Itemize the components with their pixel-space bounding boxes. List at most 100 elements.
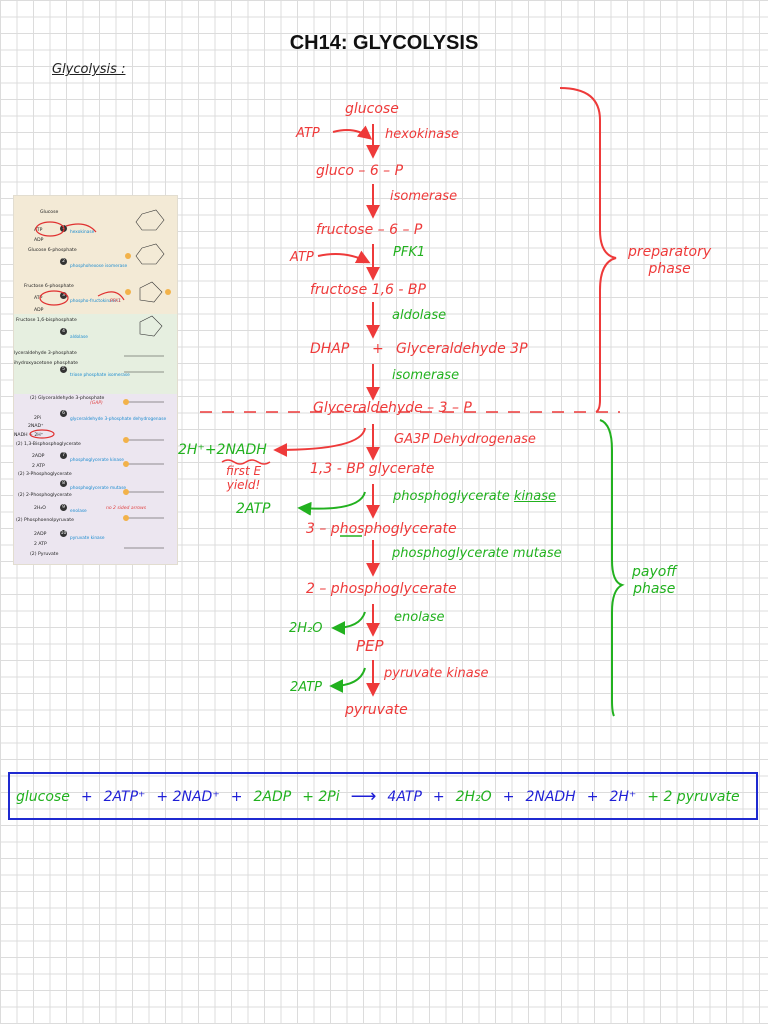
figure-label: (2) 3-Phosphoglycerate bbox=[18, 472, 72, 477]
phase-word: phase bbox=[633, 581, 676, 597]
step-number: 4 bbox=[60, 328, 67, 335]
equation-term: + 2 pyruvate bbox=[647, 788, 740, 805]
atp-in-arrow bbox=[332, 125, 373, 140]
step-number: 5 bbox=[60, 366, 67, 373]
water-output-label: 2H₂O bbox=[289, 621, 323, 636]
figure-label: 2ADP bbox=[34, 532, 47, 537]
equation-term: + bbox=[432, 788, 445, 805]
equation-term: 4ATP bbox=[387, 788, 422, 805]
equation-term: 2H₂O bbox=[455, 788, 492, 805]
equation-term: 2ADP bbox=[253, 788, 292, 805]
step-number: 9 bbox=[60, 504, 67, 511]
figure-label: ATP bbox=[34, 228, 43, 233]
glyceraldehyde-3-phosphate-label: Glyceraldehyde – 3 – P bbox=[313, 400, 472, 416]
preparatory-word: preparatory bbox=[628, 244, 712, 260]
figure-label: ATP bbox=[34, 296, 43, 301]
enzyme-label: phospho-fructokinase-1 bbox=[70, 299, 121, 304]
atp-yield-label: 2ATP bbox=[236, 501, 271, 517]
aldolase-label: aldolase bbox=[392, 308, 447, 323]
pfk1-label: PFK1 bbox=[393, 245, 426, 260]
enzyme-label: hexokinase bbox=[70, 230, 95, 235]
equation-term: + bbox=[230, 788, 243, 805]
figure-note: no 2 sided arrows bbox=[106, 506, 147, 511]
figure-label: ADP bbox=[34, 238, 44, 243]
figure-label: 2 ATP bbox=[32, 464, 45, 469]
figure-label: (2) 1,3-Bisphosphoglycerate bbox=[16, 442, 81, 447]
enzyme-label: glyceraldehyde 3-phosphate dehydrogenase bbox=[70, 417, 167, 422]
atp-in-arrow bbox=[317, 250, 371, 264]
glucose-6-phosphate-label: gluco – 6 – P bbox=[316, 163, 404, 179]
hexokinase-label: hexokinase bbox=[385, 127, 460, 142]
phosphoglycerate-mutase-label: phosphoglycerate mutase bbox=[392, 546, 562, 561]
equation-term: 2NADH bbox=[525, 788, 576, 805]
enzyme-label: phosphohexose isomerase bbox=[70, 264, 128, 269]
figure-band-phase2 bbox=[14, 394, 177, 564]
nadh-out-arrow bbox=[273, 427, 366, 457]
section-label: Glycolysis : bbox=[52, 62, 126, 77]
enzyme-label: pyruvate kinase bbox=[70, 536, 105, 541]
figure-label: 2 ATP bbox=[34, 542, 47, 547]
figure-drawing bbox=[29, 209, 171, 549]
overall-equation: glucose + 2ATP⁺ + 2NAD⁺ + 2ADP + 2Pi ⟶ 4… bbox=[16, 786, 752, 807]
figure-label: Glucose 6-phosphate bbox=[28, 248, 77, 253]
equation-term: glucose bbox=[16, 788, 70, 805]
atp-yield-label: 2ATP bbox=[290, 680, 322, 695]
atp-input-label: ATP bbox=[290, 250, 314, 265]
isomerase-label: isomerase bbox=[392, 368, 460, 383]
pyruvate-label: pyruvate bbox=[345, 702, 408, 718]
figure-label: ADP bbox=[34, 308, 44, 313]
2-phosphoglycerate-label: 2 – phosphoglycerate bbox=[306, 581, 457, 597]
equation-term: 2ATP⁺ bbox=[103, 788, 146, 805]
pep-label: PEP bbox=[356, 637, 384, 655]
pyruvate-kinase-label: pyruvate kinase bbox=[384, 666, 489, 681]
enzyme-label: phosphoglycerate mutase bbox=[70, 486, 127, 491]
figure-label: lyceraldehyde 3-phosphate bbox=[14, 351, 77, 356]
dhap-label: DHAP bbox=[310, 341, 350, 357]
figure-label: (2) Pyruvate bbox=[30, 552, 59, 557]
figure-label: 2Pi bbox=[34, 416, 41, 421]
step-number: 8 bbox=[60, 480, 67, 487]
figure-label: Glucose bbox=[40, 210, 59, 215]
equation-term: + bbox=[80, 788, 93, 805]
figure-label: ihydroxyacetone phosphate bbox=[14, 361, 78, 366]
ga3p-dehydrogenase-label: GA3P Dehydrogenase bbox=[394, 432, 536, 447]
overall-equation-box bbox=[8, 772, 758, 820]
figure-label: NADH + 2H⁺ bbox=[14, 433, 44, 438]
h2o-out-arrow bbox=[331, 611, 366, 635]
fructose-16-bisphosphate-label: fructose 1,6 - BP bbox=[310, 282, 426, 298]
glucose-label: glucose bbox=[345, 101, 399, 117]
payoff-brace bbox=[599, 419, 625, 717]
enolase-label: enolase bbox=[394, 610, 445, 625]
glyceraldehyde-3p-label: Glyceraldehyde 3P bbox=[396, 341, 528, 357]
equation-term: + bbox=[586, 788, 599, 805]
atp-input-label: ATP bbox=[296, 126, 320, 141]
figure-band-split bbox=[14, 314, 177, 394]
enzyme-label: triose phosphate isomerase bbox=[70, 373, 130, 378]
phosphoglycerate-kinase-text: phosphoglycerate bbox=[393, 489, 510, 504]
3-phosphoglycerate-label: 3 – phosphoglycerate bbox=[306, 521, 457, 537]
figure-label: 2H₂O bbox=[34, 506, 46, 511]
figure-label: (2) Glyceraldehyde 3-phosphate bbox=[30, 396, 105, 401]
nadh-underline bbox=[221, 459, 271, 465]
nadh-output-label: 2H⁺+2NADH bbox=[178, 442, 267, 458]
figure-label: (2) Phosphoenolpyruvate bbox=[16, 518, 74, 523]
equation-term: + 2NAD⁺ bbox=[156, 788, 220, 805]
equation-term: + bbox=[502, 788, 515, 805]
first-energy-yield-note: first E yield! bbox=[226, 464, 261, 492]
figure-note: PFK1 bbox=[110, 299, 122, 304]
atp-out-arrow bbox=[297, 491, 366, 516]
figure-label: Fructose 1,6-bisphosphate bbox=[16, 318, 77, 323]
figure-note: (GAP) bbox=[90, 401, 103, 406]
bisphosphoglycerate-label: 1,3 - BP glycerate bbox=[310, 461, 435, 477]
payoff-word: payoff bbox=[632, 564, 677, 580]
enzyme-label: aldolase bbox=[70, 335, 88, 340]
equation-term: + 2Pi bbox=[302, 788, 340, 805]
figure-label: (2) 2-Phosphoglycerate bbox=[18, 493, 72, 498]
step-number: 3 bbox=[60, 292, 67, 299]
figure-label: 2NAD⁺ bbox=[28, 424, 44, 429]
first-energy-yield-line2: yield! bbox=[226, 478, 261, 492]
atp-out-arrow bbox=[329, 667, 366, 693]
payoff-phase-label: payoff phase bbox=[632, 564, 676, 598]
enzyme-label: enolase bbox=[70, 509, 87, 514]
